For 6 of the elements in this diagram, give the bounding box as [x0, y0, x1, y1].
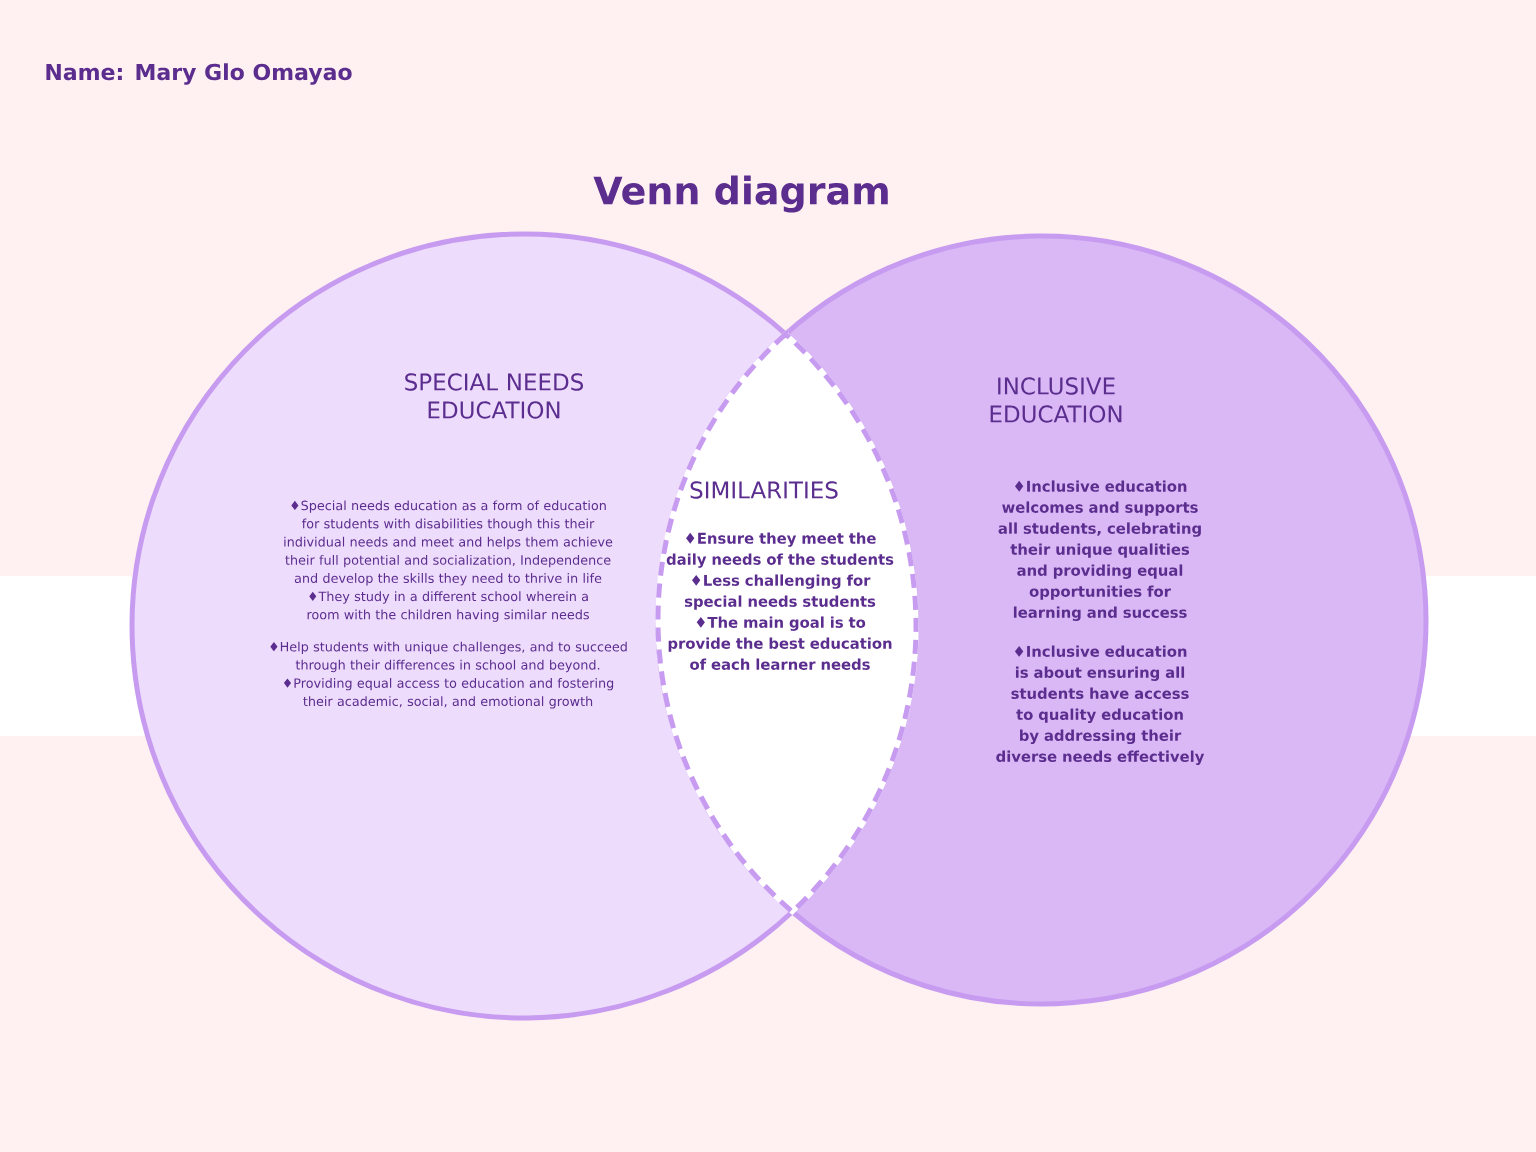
heading: SIMILARITIES [690, 481, 838, 499]
overlap-lens [655, 331, 919, 915]
heading: SPECIAL NEEDS EDUCATION [405, 373, 583, 419]
title: Venn diagram [593, 175, 888, 213]
name-label: Name: Mary Glo Omayao [46, 63, 352, 85]
heading: INCLUSIVE EDUCATION [990, 377, 1122, 423]
